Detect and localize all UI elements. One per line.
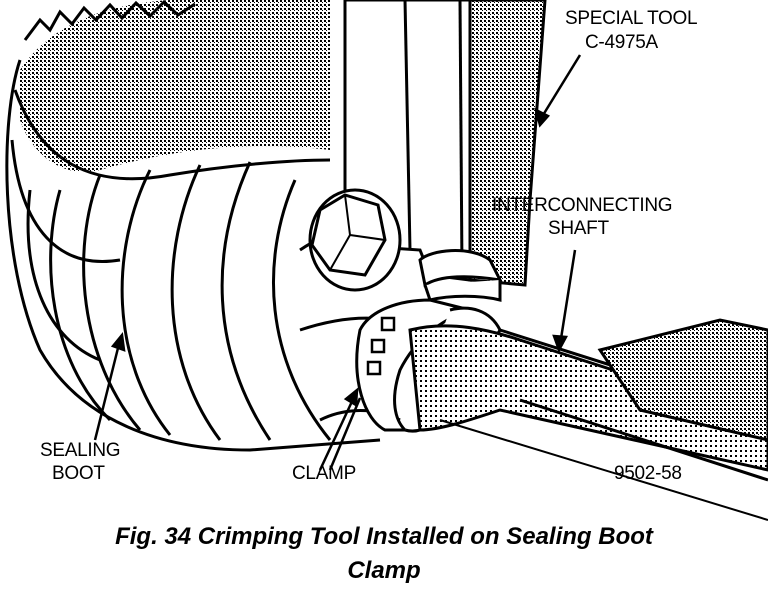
sealing-boot-label-line1: SEALING xyxy=(40,440,121,461)
figure-caption-line1: Fig. 34 Crimping Tool Installed on Seali… xyxy=(115,523,653,550)
figure-id-label: 9502-58 xyxy=(614,463,682,484)
sealing-boot-label-line2: BOOT xyxy=(52,463,105,484)
sealing-boot xyxy=(5,0,401,452)
support-plate xyxy=(519,318,768,482)
interconnecting-shaft-label-line1: INTERCONNECTING xyxy=(492,195,673,216)
tool-bolt xyxy=(308,188,402,292)
special-tool-label-line1: SPECIAL TOOL xyxy=(565,8,698,29)
clamp-label: CLAMP xyxy=(292,463,356,484)
interconnecting-shaft-label-line2: SHAFT xyxy=(548,218,609,239)
figure-caption-line2: Clamp xyxy=(347,557,421,584)
special-tool xyxy=(343,0,547,302)
leader-lines xyxy=(93,54,582,471)
special-tool-label-line2: C-4975A xyxy=(585,32,658,53)
